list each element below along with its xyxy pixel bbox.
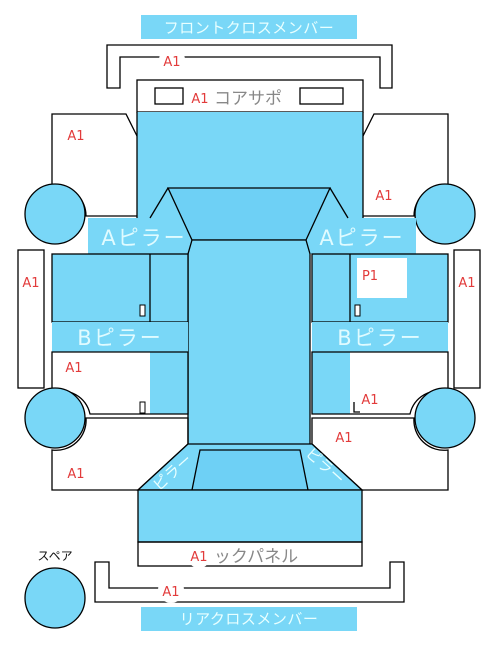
rear-cross-member-mark: A1: [162, 585, 179, 600]
front-right-door-handle: [354, 304, 361, 317]
b-pillar-right-label: Bピラー: [337, 326, 422, 350]
windshield[interactable]: [166, 187, 332, 241]
core-support-label: コアサポ: [214, 89, 282, 109]
rear-glass: [191, 449, 309, 491]
front-right-door-mark: P1: [362, 269, 378, 284]
rear-left-door-handle: [139, 401, 146, 414]
front-left-fender-mark: A1: [67, 129, 84, 144]
rear-right-door-mark: A1: [361, 393, 378, 408]
left-headlight: [154, 87, 184, 105]
b-pillar-left-label: Bピラー: [77, 326, 162, 350]
left-rocker-mark: A1: [22, 276, 39, 291]
trunk-lid[interactable]: [137, 489, 363, 543]
left-rocker-panel[interactable]: [17, 249, 45, 389]
core-support-mark: A1: [191, 92, 208, 107]
rear-cross-member-marker: [158, 577, 184, 603]
right-quarter-panel[interactable]: [311, 417, 449, 491]
rear-left-door-mark: A1: [65, 361, 82, 376]
rear-left-door-strip[interactable]: [150, 352, 188, 414]
front-right-tire[interactable]: [414, 183, 476, 245]
front-right-door-clear: [357, 258, 407, 298]
front-cross-member-marker: [159, 47, 185, 73]
right-rocker-panel[interactable]: [453, 249, 481, 389]
back-panel-label: ックパネル: [214, 547, 298, 567]
a-pillar-left-label: Aピラー: [101, 226, 186, 250]
front-bumper-outline[interactable]: [106, 44, 393, 89]
rear-bumper-outline[interactable]: [94, 561, 405, 603]
spare-label: スペア: [37, 549, 72, 563]
windshield-right-post: [329, 187, 349, 219]
front-left-tire[interactable]: [24, 183, 86, 245]
front-left-door[interactable]: [52, 254, 188, 322]
front-cross-member-bar[interactable]: [141, 15, 357, 39]
rear-cross-member-label: リアクロスメンバー: [180, 610, 319, 628]
b-pillar-left[interactable]: [52, 322, 188, 352]
a-pillar-left[interactable]: [88, 218, 198, 254]
right-quarter-mark: A1: [335, 431, 352, 446]
b-pillar-right[interactable]: [312, 322, 448, 352]
front-right-fender-mark: A1: [375, 189, 392, 204]
spare-tire[interactable]: [24, 567, 86, 629]
front-cross-member-label: フロントクロスメンバー: [164, 19, 335, 37]
a-pillar-right[interactable]: [306, 218, 416, 254]
rear-right-door-handle: [353, 402, 360, 413]
front-left-door-handle: [139, 304, 146, 317]
a-pillar-right-label: Aピラー: [319, 226, 404, 250]
rear-right-tire[interactable]: [414, 387, 476, 449]
windshield-left-post: [149, 187, 169, 219]
right-headlight: [299, 87, 344, 105]
left-quarter-mark: A1: [67, 467, 84, 482]
right-rocker-mark: A1: [458, 276, 475, 291]
left-quarter-panel[interactable]: [51, 417, 189, 491]
core-support-marker: [188, 86, 212, 110]
back-panel[interactable]: [137, 541, 363, 567]
rear-cross-member-bar[interactable]: [141, 607, 357, 631]
roof-panel[interactable]: [187, 239, 311, 451]
rear-right-door-strip[interactable]: [312, 352, 350, 414]
front-cross-member-mark: A1: [163, 55, 180, 70]
back-panel-marker: [187, 544, 211, 568]
rear-left-tire[interactable]: [24, 387, 86, 449]
back-panel-mark: A1: [190, 550, 207, 565]
